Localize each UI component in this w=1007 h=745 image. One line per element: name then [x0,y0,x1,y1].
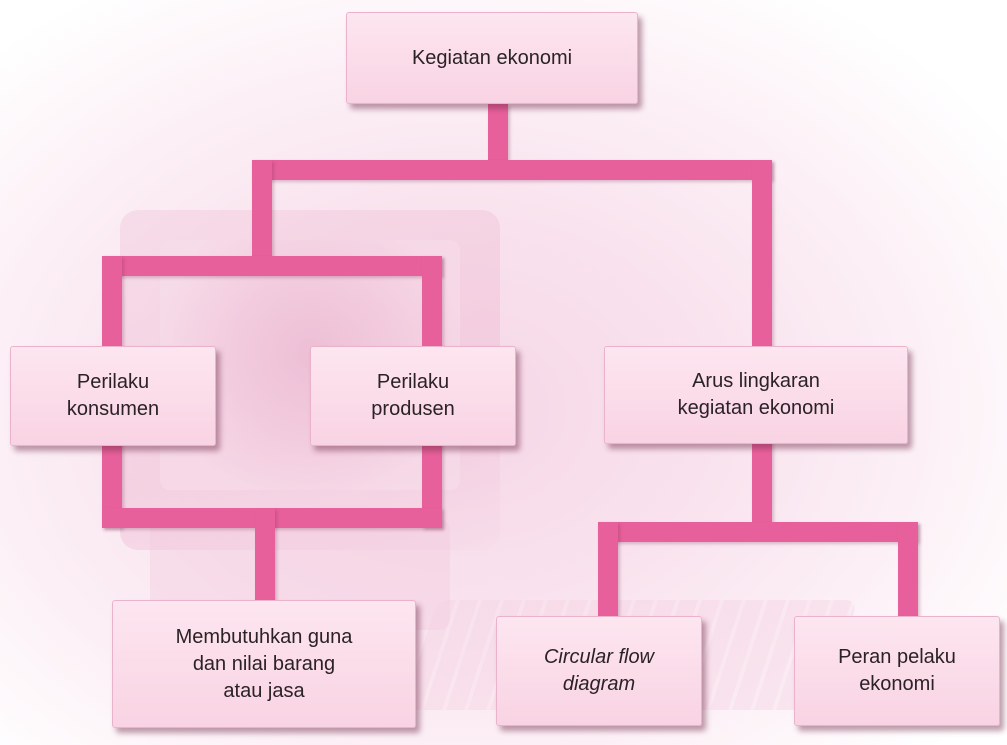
node-arus-lingkaran-kegiatan-ekonomi: Arus lingkaran kegiatan ekonomi [604,346,908,444]
connector-right-lower-horizontal [598,522,918,542]
connector-left-bottom-stem [255,508,275,608]
connector-right-drop [752,160,772,350]
connector-right-stem [752,440,772,532]
connector-left-upper-horizontal [102,256,442,276]
connector-right-right-drop [898,522,918,622]
node-membutuhkan-guna-nilai: Membutuhkan guna dan nilai barang atau j… [112,600,416,728]
connector-root-stem [488,104,508,166]
node-perilaku-produsen: Perilaku produsen [310,346,516,446]
node-kegiatan-ekonomi: Kegiatan ekonomi [346,12,638,104]
connector-left-drop [252,160,272,268]
node-perilaku-konsumen: Perilaku konsumen [10,346,216,446]
node-circular-flow-diagram: Circular flow diagram [496,616,702,726]
connector-top-horizontal [252,160,772,180]
node-peran-pelaku-ekonomi: Peran pelaku ekonomi [794,616,1000,726]
connector-right-left-drop [598,522,618,622]
